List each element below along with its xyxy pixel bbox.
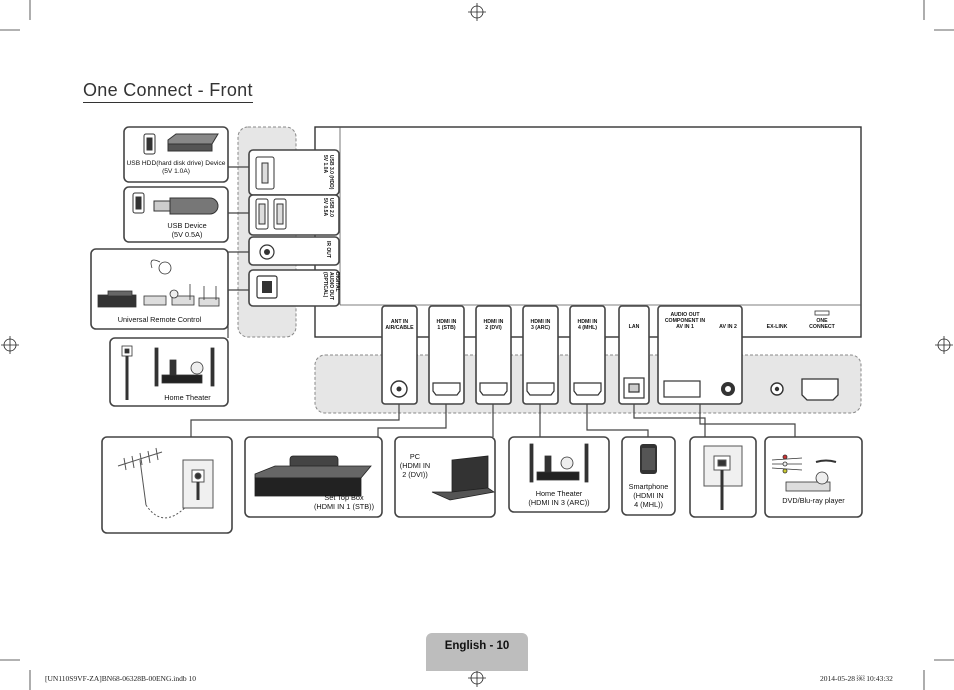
lan-port-icon xyxy=(623,377,645,399)
one-connect-box xyxy=(314,126,862,338)
registration-mark-icon xyxy=(1,3,953,687)
disc-player-icon xyxy=(529,443,589,483)
hdmi4-port-label: HDMI IN 4 (MHL) xyxy=(577,319,598,331)
print-date-info: 2014-05-28 ￼ 10:43:32 xyxy=(820,674,893,683)
footer-page-tab xyxy=(426,633,528,671)
component-port-icon xyxy=(663,380,701,398)
set-top-box-label: Set Top Box (HDMI IN 1 (STB)) xyxy=(314,493,374,511)
remote-equipment-icon xyxy=(97,259,220,308)
lan-port-label: LAN xyxy=(628,324,640,330)
coax-port-icon xyxy=(390,380,408,398)
home-theater-label: Home Theater xyxy=(164,393,211,402)
remote-control-label: Universal Remote Control xyxy=(117,315,202,324)
antenna-icon xyxy=(117,447,214,519)
ir-out-port-label: IR OUT xyxy=(325,241,331,258)
usb-stick-icon xyxy=(132,192,219,215)
usb-hdd-device-label: USB HDD(hard disk drive) Device (5V 1.0A… xyxy=(126,160,226,175)
smartphone-icon xyxy=(640,444,657,474)
optical-port-icon xyxy=(256,275,278,299)
usb-hdd-icon xyxy=(143,133,219,155)
lan-wall-icon xyxy=(703,445,743,510)
dvd-player-label: DVD/Blu-ray player xyxy=(782,496,845,505)
smartphone-label: Smartphone (HDMI IN 4 (MHL)) xyxy=(628,482,669,509)
speaker-icon xyxy=(121,345,215,400)
audio-out-port-label: AUDIO OUT COMPONENT IN AV IN 1 xyxy=(664,312,706,330)
page-number-label: English - 10 xyxy=(444,640,510,652)
optical-port-label: DIGITAL AUDIO OUT (OPTICAL) xyxy=(322,272,340,301)
hdmi2-port-label: HDMI IN 2 (DVI) xyxy=(483,319,504,331)
one-connect-port-icon xyxy=(801,378,839,401)
pc-label: PC (HDMI IN 2 (DVI)) xyxy=(399,452,431,479)
laptop-icon xyxy=(431,455,496,501)
usb-port-icon xyxy=(255,156,287,230)
home-theater-arc-label: Home Theater (HDMI IN 3 (ARC)) xyxy=(528,489,590,507)
usb20-port-label: USB 2.0 5V 0.5A xyxy=(322,198,334,217)
one-connect-port-label: ONE CONNECT xyxy=(809,318,835,330)
ex-link-port-label: EX-LINK xyxy=(766,324,788,330)
ant-in-port-label: ANT IN AIR/CABLE xyxy=(385,319,414,331)
av-in2-port-label: AV IN 2 xyxy=(719,324,737,330)
dvd-player-icon xyxy=(771,454,837,492)
hdmi-port-icon xyxy=(432,382,602,396)
set-top-box-icon xyxy=(254,455,372,497)
page-title: One Connect - Front xyxy=(83,80,253,103)
hdmi1-port-label: HDMI IN 1 (STB) xyxy=(436,319,457,331)
usb-device-label: USB Device (5V 0.5A) xyxy=(167,221,207,239)
print-file-info: [UN110S9VF-ZA]BN68-06328B-00ENG.indb 10 xyxy=(45,674,196,683)
hdmi3-port-label: HDMI IN 3 (ARC) xyxy=(530,319,551,331)
usb30-port-label: USB 3.0 (HDD) 5V 1.0A xyxy=(322,155,334,190)
